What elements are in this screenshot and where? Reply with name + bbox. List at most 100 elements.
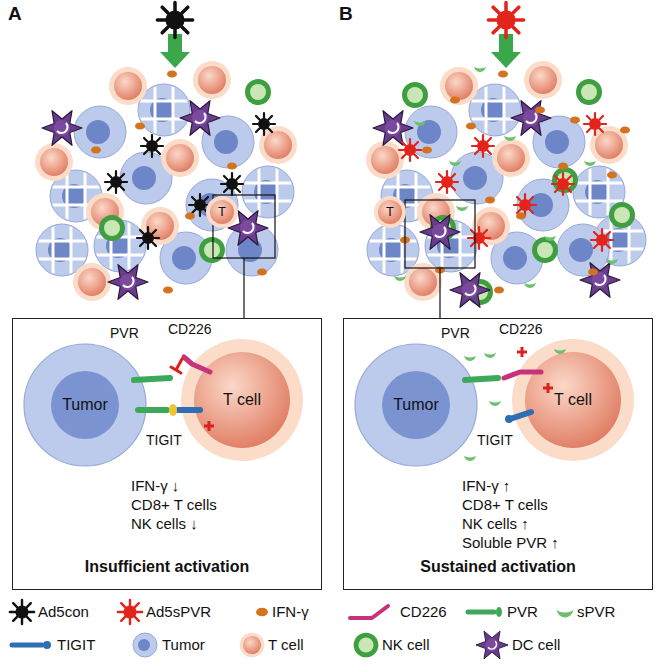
ifn-dot xyxy=(227,162,237,169)
spvr-crescent xyxy=(474,66,486,72)
t-cell xyxy=(73,263,111,301)
tigit-molecule xyxy=(513,412,531,418)
t-cell xyxy=(193,61,231,99)
text-slot: Sustained activation xyxy=(344,557,652,576)
t-cell-node: T xyxy=(205,195,239,229)
ad5con-virus xyxy=(157,2,192,37)
text-slot: PVR xyxy=(507,603,538,621)
t-cell-halo xyxy=(206,196,238,228)
ifn-dot xyxy=(466,122,476,129)
t-cell xyxy=(161,139,199,177)
legend-icon xyxy=(476,631,508,659)
ifn-dot xyxy=(607,171,617,178)
text-slot: Ad5sPVR xyxy=(146,603,211,621)
pvr-molecule xyxy=(138,407,167,413)
ad5con-virus xyxy=(137,227,159,249)
nk-cell xyxy=(576,79,602,105)
text-slot: PVR xyxy=(441,325,470,342)
spvr-crescent xyxy=(524,282,536,288)
legend-text: T cell xyxy=(268,636,304,654)
ifn-dot xyxy=(135,122,145,129)
spvr-crescent xyxy=(464,455,476,461)
binding-site xyxy=(169,404,177,416)
ad5con-virus xyxy=(221,173,243,195)
text-slot: A xyxy=(8,3,22,26)
t-cell xyxy=(524,61,562,99)
ad5spvr-virus xyxy=(591,229,613,251)
spvr-crescent xyxy=(489,400,501,406)
ifn-dot xyxy=(494,286,504,293)
legend-icon xyxy=(350,606,388,618)
spvr-crescent xyxy=(464,355,476,361)
ifn-dot xyxy=(570,116,580,123)
legend-text: sPVR xyxy=(577,603,615,621)
text-slot: Tumor xyxy=(162,636,205,654)
ifn-dot xyxy=(516,212,526,219)
t-cell-body xyxy=(194,352,290,448)
dc-cell xyxy=(511,101,551,136)
t-cell-halo xyxy=(181,339,303,461)
text-slot: Ad5con xyxy=(38,603,89,621)
ad5spvr-virus xyxy=(552,173,574,195)
text-slot: B xyxy=(339,3,353,26)
tigit-molecule xyxy=(178,407,200,413)
ifn-dot xyxy=(163,286,173,293)
text-slot: TIGIT xyxy=(477,432,513,449)
pvr-molecule xyxy=(134,378,170,380)
text-slot: IFN-γ ↓ xyxy=(131,477,179,495)
ad5con-virus xyxy=(253,113,275,135)
receptor-illustration xyxy=(12,318,322,590)
ifn-dot xyxy=(167,70,177,77)
pvr-molecule xyxy=(465,378,498,380)
activation-plus xyxy=(204,421,214,431)
tumor-nucleus xyxy=(51,371,119,439)
cell-label: Tumor xyxy=(62,395,108,414)
ad5spvr-virus xyxy=(468,227,490,249)
ifn-dot xyxy=(422,146,432,153)
molecule-label: PVR xyxy=(110,325,139,342)
ifn-dot xyxy=(558,162,568,169)
legend-icon xyxy=(240,633,265,658)
t-cell-halo xyxy=(512,339,634,461)
nk-cell xyxy=(532,237,558,263)
tumor-membrane xyxy=(24,344,146,466)
spvr-crescent xyxy=(414,120,426,126)
zoom-panel: IFN-γ ↑CD8+ T cellsNK cells ↑Soluble PVR… xyxy=(343,318,653,590)
legend-icon xyxy=(118,600,142,624)
ad5spvr-virus xyxy=(514,194,536,216)
legend-icon xyxy=(12,643,42,648)
nk-cell xyxy=(99,215,125,241)
text-slot: PVR xyxy=(110,325,139,342)
ifn-dot xyxy=(498,70,508,77)
ifn-dot xyxy=(185,212,195,219)
legend-text: TIGIT xyxy=(57,636,95,654)
legend-text: IFN-γ xyxy=(272,603,309,621)
t-cell xyxy=(109,67,147,105)
tumor-nucleus xyxy=(382,371,450,439)
text-slot: DC cell xyxy=(512,636,560,654)
t-cell-node: T cell xyxy=(511,338,635,462)
molecule-label: PVR xyxy=(441,325,470,342)
tumor-cell-node: Tumor xyxy=(354,343,478,467)
panel-caption: Sustained activation xyxy=(344,557,652,576)
text-slot: Insufficient activation xyxy=(13,557,321,576)
inhibition-mark xyxy=(171,359,182,373)
nk-cell xyxy=(245,79,271,105)
spvr-crescent xyxy=(456,205,468,211)
cell-label: T xyxy=(218,204,226,220)
text-slot: T cell xyxy=(268,636,304,654)
text-slot: NK cells ↑ xyxy=(462,515,529,533)
t-cell-body xyxy=(525,352,621,448)
legend-icon xyxy=(10,600,34,624)
ifn-dot xyxy=(91,146,101,153)
ifn-dot xyxy=(620,126,630,133)
panel-letter: A xyxy=(8,3,22,26)
cell-label: T cell xyxy=(223,390,261,409)
text-slot: CD226 xyxy=(168,321,212,338)
effect-text: IFN-γ ↑ xyxy=(462,477,510,495)
panel-letter: B xyxy=(339,3,353,26)
effect-text: NK cells ↓ xyxy=(131,515,198,533)
ad5con-virus xyxy=(105,171,127,193)
ifn-dot xyxy=(485,196,495,203)
